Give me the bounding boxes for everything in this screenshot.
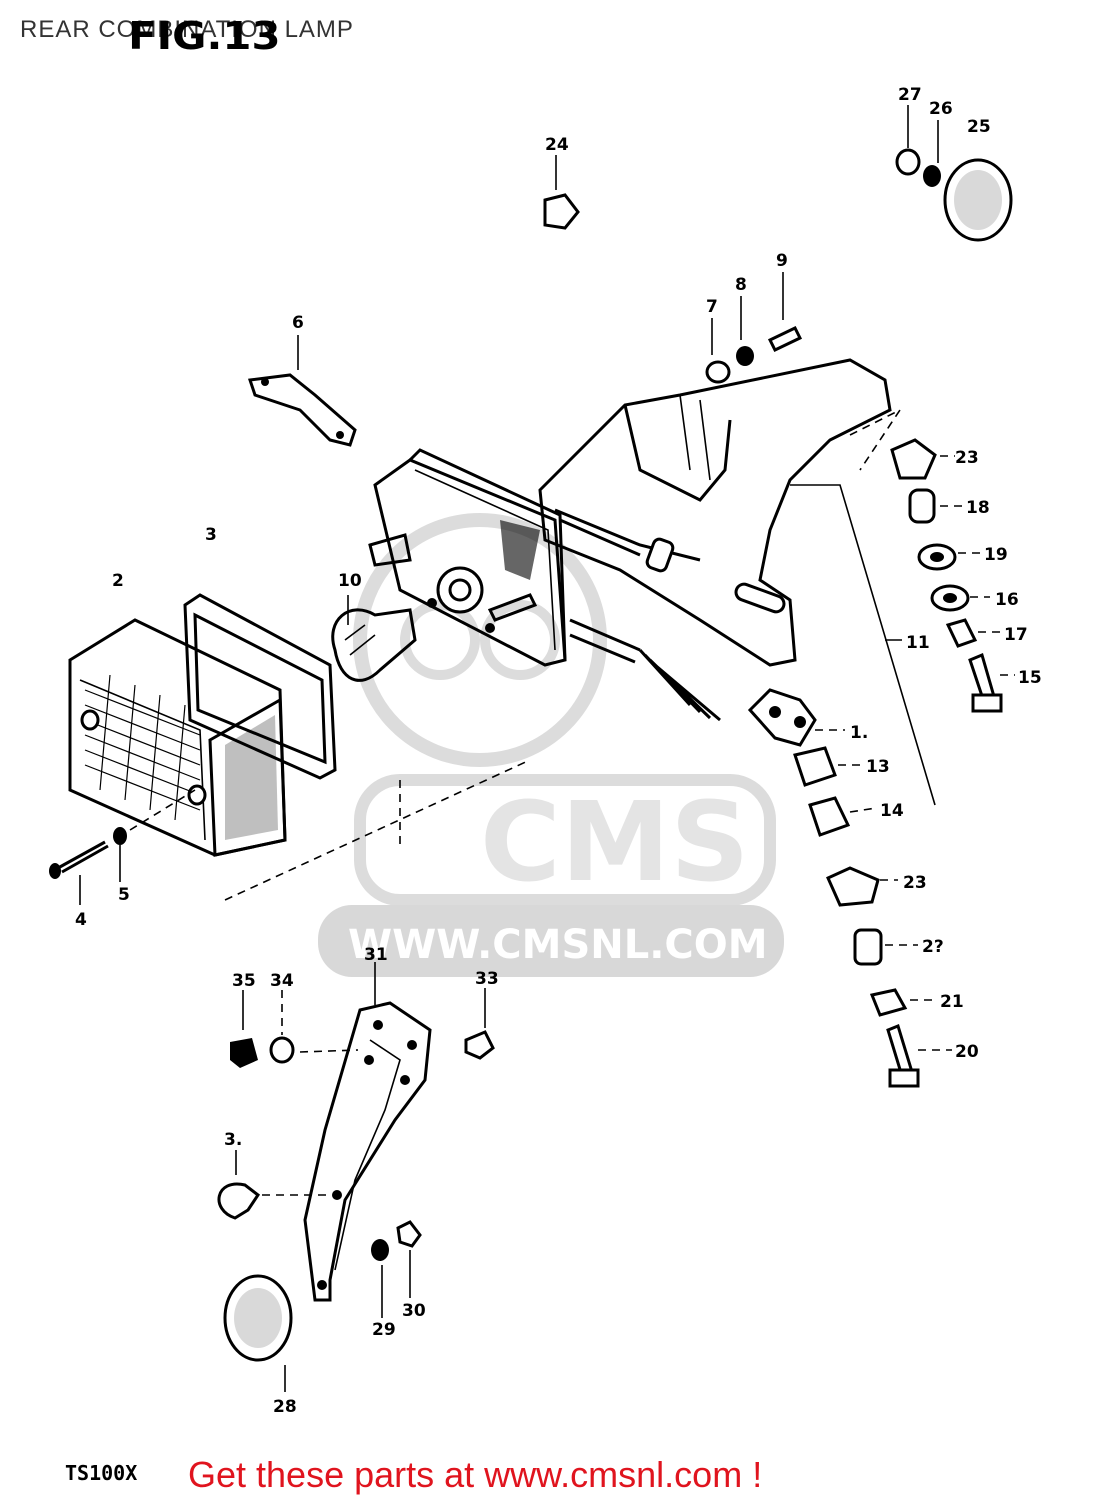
- callout-34: 34: [270, 971, 294, 991]
- callout-30: 30: [402, 1301, 426, 1321]
- part-33-grommet: [464, 1030, 495, 1060]
- callout-15: 15: [1018, 668, 1042, 688]
- watermark: CMS WWW.CMSNL.COM: [318, 513, 784, 977]
- part-29-nut: [371, 1239, 389, 1261]
- part-9-screw: [767, 326, 803, 352]
- part-27-washer: [895, 148, 921, 176]
- callout-23-top: 23: [955, 448, 979, 468]
- part-7-washer: [705, 360, 731, 384]
- part-35-nut: [230, 1038, 258, 1068]
- housing-body: [368, 448, 567, 667]
- callout-13: 13: [866, 757, 890, 777]
- hardware-right: [826, 438, 1003, 1088]
- callouts: 27 26 25 24 9 8 7 6 23 18 3 19 2 10 16 1…: [75, 85, 1042, 1417]
- callout-20: 20: [955, 1042, 979, 1062]
- callout-33: 33: [475, 969, 499, 989]
- callout-35: 35: [232, 971, 256, 991]
- callout-28: 28: [273, 1397, 297, 1417]
- callout-23-bottom: 23: [903, 873, 927, 893]
- callout-10: 10: [338, 571, 362, 591]
- watermark-mascot-eye: [400, 600, 480, 680]
- callout-5: 5: [118, 885, 130, 905]
- callout-1: 1.: [850, 723, 868, 743]
- part-13-grommet: [793, 746, 837, 787]
- part-24-grommet: [543, 193, 580, 230]
- callout-7: 7: [706, 297, 718, 317]
- callout-11: 11: [906, 633, 930, 653]
- watermark-url: WWW.CMSNL.COM: [348, 922, 768, 968]
- part-25-reflector: [943, 158, 1013, 242]
- watermark-logo-box: [354, 774, 776, 906]
- part-10-bulb: [331, 608, 417, 682]
- part-6-stay: [247, 373, 357, 447]
- callout-6: 6: [292, 313, 304, 333]
- callout-26: 26: [929, 99, 953, 119]
- callout-18: 18: [966, 498, 990, 518]
- part-5-washer: [113, 827, 127, 845]
- callout-25: 25: [967, 117, 991, 137]
- callout-2: 2: [112, 571, 124, 591]
- part-1-clamp: [747, 688, 817, 747]
- part-3-gasket: [183, 593, 337, 780]
- figure-label: FIG.13: [128, 14, 281, 58]
- part-26-nut: [923, 165, 941, 187]
- callout-4: 4: [75, 910, 87, 930]
- part-11-bracket: [538, 358, 892, 667]
- callout-3b: 3.: [224, 1130, 242, 1150]
- callout-9: 9: [776, 251, 788, 271]
- watermark-url-box: [318, 905, 784, 977]
- callout-27: 27: [898, 85, 922, 105]
- part-2-lens: [68, 618, 287, 857]
- part-3-clip: [217, 1182, 261, 1220]
- footer-cta-link[interactable]: Get these parts at www.cmsnl.com !: [188, 1454, 763, 1495]
- callout-8: 8: [735, 275, 747, 295]
- page-title: REAR COMBINATION LAMP: [20, 16, 354, 43]
- callout-16: 16: [995, 590, 1019, 610]
- watermark-brand: CMS: [480, 778, 749, 906]
- callout-14: 14: [880, 801, 904, 821]
- callout-24: 24: [545, 135, 569, 155]
- part-14-collar: [808, 796, 851, 837]
- part-30-nut: [396, 1220, 422, 1248]
- callout-19: 19: [984, 545, 1008, 565]
- callout-17: 17: [1004, 625, 1028, 645]
- wiring-harness: [569, 618, 721, 722]
- part-31-bracket: [303, 1001, 432, 1302]
- part-28-reflector: [223, 1274, 293, 1362]
- callout-31: 31: [364, 945, 388, 965]
- callout-22: 2?: [922, 937, 944, 957]
- callout-29: 29: [372, 1320, 396, 1340]
- model-code: TS100X: [65, 1461, 138, 1485]
- watermark-mascot-head: [353, 513, 607, 767]
- part-34-washer: [269, 1036, 295, 1064]
- callout-3: 3: [205, 525, 217, 545]
- part-4-screw: [49, 840, 109, 879]
- callout-21: 21: [940, 992, 964, 1012]
- part-8-washer: [736, 346, 754, 366]
